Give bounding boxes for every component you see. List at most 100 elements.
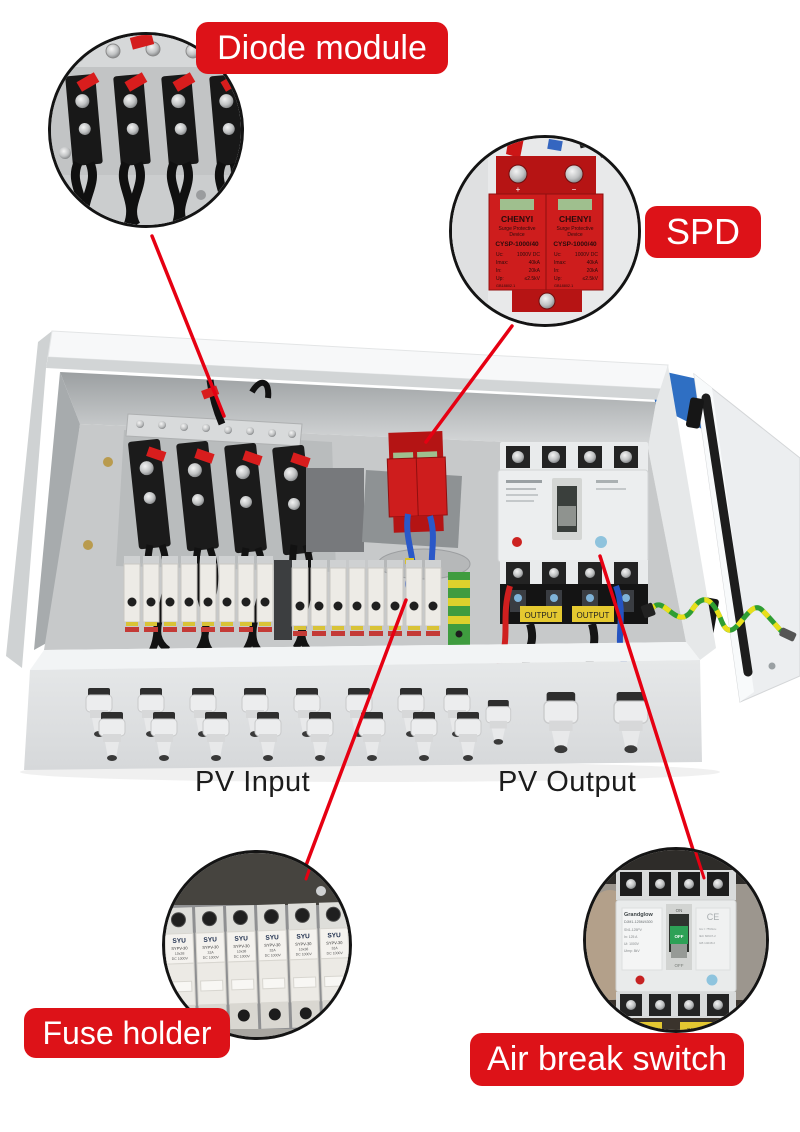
- svg-text:Surge Protective: Surge Protective: [557, 226, 594, 232]
- door-hinge-top: [685, 397, 705, 429]
- mccb-toggle-lever: [558, 506, 576, 526]
- mccb-off-mark: OFF: [675, 963, 684, 968]
- svg-text:Uc:: Uc:: [496, 252, 504, 258]
- svg-text:10x38: 10x38: [299, 947, 309, 951]
- door-screw: [768, 662, 776, 670]
- mccb-on-mark: ON: [676, 908, 683, 913]
- svg-text:Up:: Up:: [496, 276, 504, 282]
- mccb-model: DJM1-125M/4300: [624, 920, 653, 924]
- spd-window: [500, 199, 534, 210]
- svg-text:SYPV-30: SYPV-30: [264, 942, 281, 948]
- fuse-holder-label: Fuse holder: [24, 1008, 230, 1058]
- spd-window: [558, 199, 592, 210]
- svg-text:20kA: 20kA: [587, 268, 599, 274]
- svg-text:Uc:: Uc:: [554, 252, 562, 258]
- blue-indicator: [706, 974, 718, 986]
- svg-text:OFF: OFF: [675, 934, 684, 939]
- svg-text:32A: 32A: [207, 950, 214, 954]
- callout-line-fuse: [303, 598, 408, 870]
- diode-module-label: Diode module: [196, 22, 448, 74]
- diode-module-photo: [48, 32, 244, 228]
- svg-text:CYSP-1000/40: CYSP-1000/40: [553, 241, 597, 248]
- brass-screw: [83, 540, 93, 550]
- svg-text:Up:: Up:: [554, 276, 562, 282]
- mccb-top-terminals: [500, 442, 648, 472]
- callout-line-diode: [150, 234, 226, 418]
- interior-left-wall: [34, 372, 80, 650]
- brass-screw: [103, 457, 113, 467]
- svg-text:Device: Device: [509, 232, 525, 238]
- svg-text:32A: 32A: [331, 946, 338, 950]
- svg-text:SYU: SYU: [296, 933, 310, 940]
- output-label-sticker: [572, 606, 614, 622]
- svg-text:DC 1000V: DC 1000V: [172, 956, 189, 961]
- svg-text:32A: 32A: [269, 948, 276, 952]
- output-label-sticker: [520, 606, 562, 622]
- svg-text:≤2.5kV: ≤2.5kV: [524, 276, 540, 282]
- output-label-sticker: [680, 1022, 714, 1030]
- fuse-bank-1: [123, 556, 274, 632]
- svg-text:Imax:: Imax:: [496, 260, 508, 266]
- spd-label: SPD: [645, 206, 761, 258]
- spd-photo: + − CHENYI Surge Protective Device CYSP-…: [449, 135, 641, 327]
- svg-text:IEC 60947-2: IEC 60947-2: [699, 934, 716, 938]
- svg-text:SYU: SYU: [327, 932, 341, 939]
- combiner-box: OUTPUT OUTPUT: [6, 330, 800, 782]
- fuse-holder-banks: [123, 556, 470, 648]
- blue-wire-stub: [547, 138, 563, 152]
- svg-text:SYU: SYU: [234, 935, 248, 942]
- spd-plus-mark: +: [516, 185, 521, 194]
- ce-mark: CE: [707, 912, 720, 922]
- svg-text:1000V DC: 1000V DC: [517, 252, 540, 258]
- spd-minus-mark: −: [572, 185, 577, 194]
- svg-text:Surge Protective: Surge Protective: [499, 226, 536, 232]
- callout-line-spd: [424, 324, 514, 444]
- pv-input-label: PV Input: [195, 766, 311, 798]
- mccb-nameplate: [621, 907, 663, 971]
- svg-text:Device: Device: [567, 232, 583, 238]
- mccb-lever: [671, 944, 687, 958]
- svg-text:10x38: 10x38: [237, 949, 247, 953]
- callout-lines: [150, 234, 703, 877]
- svg-text:CHENYI: CHENYI: [559, 214, 591, 224]
- cable-glands-pv-output: [485, 692, 649, 754]
- svg-text:GB18802.1: GB18802.1: [554, 284, 573, 288]
- svg-text:40kA: 40kA: [587, 260, 599, 266]
- cable-glands-pv-input: [85, 688, 482, 761]
- svg-text:SN1-125PV: SN1-125PV: [624, 928, 643, 932]
- red-crimp-terminal: [129, 35, 155, 50]
- mccb-brand: Grandglow: [624, 912, 653, 918]
- svg-text:SYU: SYU: [172, 937, 186, 944]
- svg-text:GB18802.1: GB18802.1: [496, 284, 515, 288]
- svg-text:≤2.5kV: ≤2.5kV: [582, 276, 598, 282]
- svg-text:Uimp: 8kV: Uimp: 8kV: [624, 949, 640, 953]
- door-seal-strip: [701, 393, 753, 677]
- svg-text:SYPV-30: SYPV-30: [295, 941, 312, 947]
- svg-text:CHENYI: CHENYI: [501, 214, 533, 224]
- mccb-closeup: Grandglow DJM1-125M/4300 SN1-125PV In: 1…: [615, 870, 737, 1030]
- spd-closeup: + − CHENYI Surge Protective Device CYSP-…: [488, 156, 604, 312]
- svg-text:DC 1000V: DC 1000V: [234, 954, 251, 959]
- spd-unit: [386, 431, 448, 533]
- output-label-text: OUTPUT: [577, 611, 610, 620]
- svg-text:DC 1000V: DC 1000V: [265, 953, 282, 958]
- diode-modules: [128, 438, 315, 556]
- svg-text:In: 125 A: In: 125 A: [624, 935, 638, 939]
- pv-output-label: PV Output: [498, 766, 637, 798]
- svg-text:Ui: 1000V: Ui: 1000V: [624, 942, 640, 946]
- red-indicator: [512, 537, 522, 547]
- front-rim: [30, 642, 700, 670]
- svg-text:20kA: 20kA: [529, 268, 541, 274]
- svg-text:SYPV-30: SYPV-30: [171, 945, 188, 951]
- svg-text:DC 1000V: DC 1000V: [203, 955, 220, 960]
- svg-text:DC 1000V: DC 1000V: [296, 952, 313, 957]
- svg-text:40kA: 40kA: [529, 260, 541, 266]
- output-label-text: OUTPUT: [525, 611, 558, 620]
- callout-line-air: [598, 554, 703, 877]
- left-outer-wall: [6, 331, 52, 668]
- svg-text:SYPV-30: SYPV-30: [202, 944, 219, 950]
- right-wall: [648, 365, 716, 660]
